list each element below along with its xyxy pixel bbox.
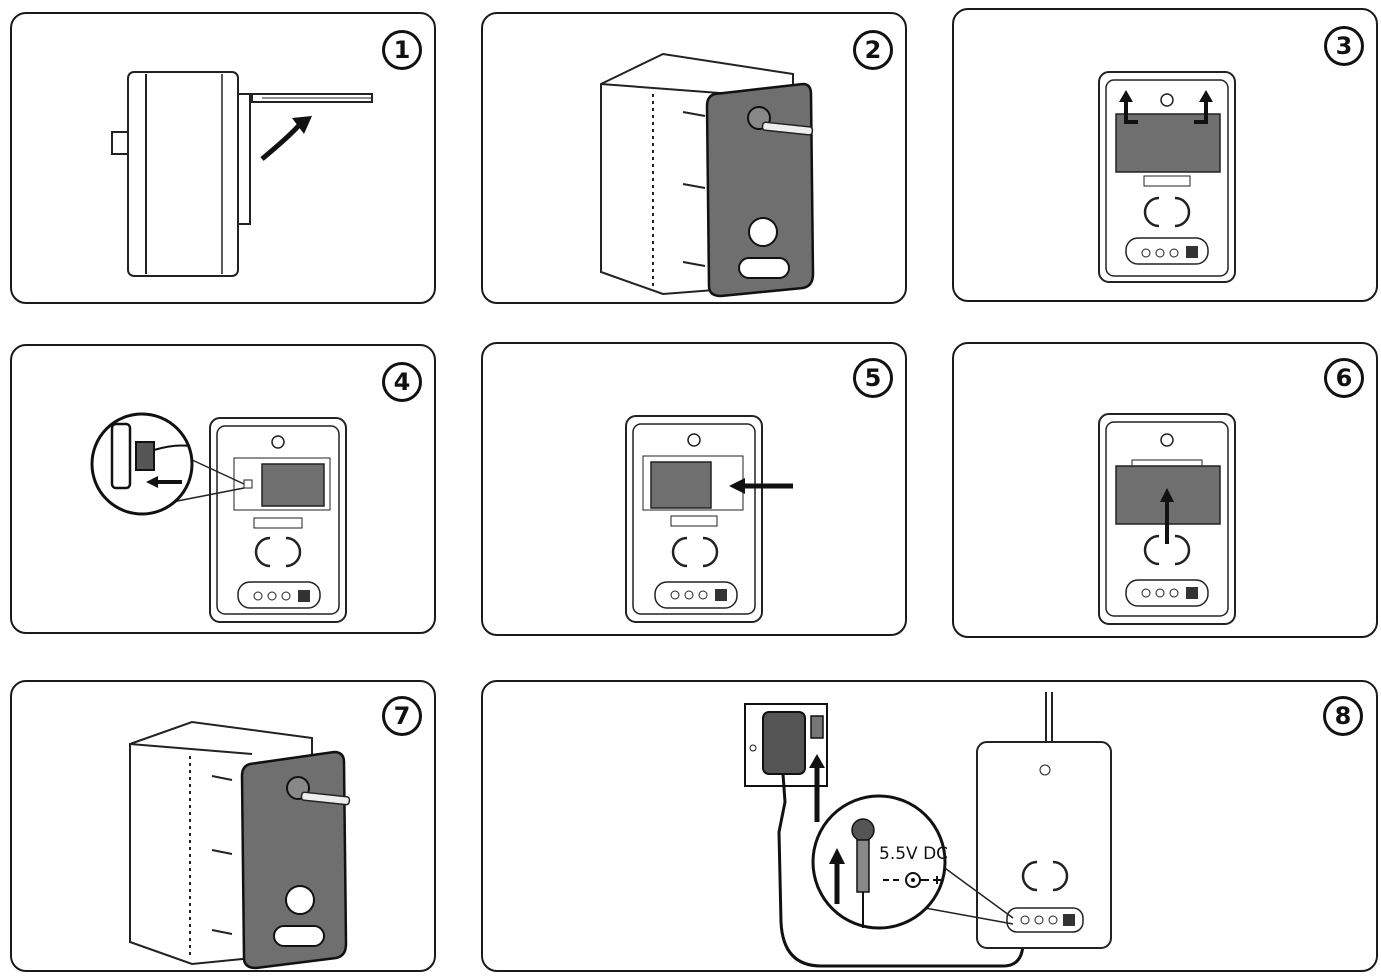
arrow-icon xyxy=(829,848,845,864)
step-8-number: 8 xyxy=(1323,696,1363,736)
step-6-number: 6 xyxy=(1324,358,1364,398)
step-5-panel: 5 xyxy=(481,342,907,636)
back-plate xyxy=(240,750,348,970)
step-1-number: 1 xyxy=(382,30,422,70)
step-7-panel: 7 xyxy=(10,680,436,972)
arrow-icon xyxy=(1124,100,1138,124)
step-3-panel: 3 xyxy=(952,8,1378,302)
voltage-label: 5.5V DC xyxy=(879,844,949,864)
step-3-number: 3 xyxy=(1324,26,1364,66)
doorbell-device xyxy=(976,741,1112,949)
step-2-illustration xyxy=(600,52,815,298)
step-6-panel: 6 xyxy=(952,342,1378,638)
step-8-panel: 5.5V DC 8 xyxy=(481,680,1378,972)
step-6-illustration xyxy=(1098,413,1236,625)
arrow-icon xyxy=(1160,488,1174,502)
step-5-illustration xyxy=(625,415,793,623)
step-4-panel: 4 xyxy=(10,344,436,634)
step-8-illustration xyxy=(744,692,1112,968)
back-plate xyxy=(705,82,815,298)
arrow-icon xyxy=(260,122,302,161)
step-7-number: 7 xyxy=(382,696,422,736)
arrow-icon xyxy=(1194,100,1208,124)
arrow-icon xyxy=(729,478,745,494)
arrow-icon xyxy=(809,754,825,768)
step-2-number: 2 xyxy=(853,30,893,70)
step-4-illustration xyxy=(90,412,347,623)
arrow-icon xyxy=(146,476,158,488)
step-5-number: 5 xyxy=(853,358,893,398)
step-3-illustration xyxy=(1098,71,1236,283)
step-4-number: 4 xyxy=(382,362,422,402)
step-2-panel: 2 xyxy=(481,12,907,304)
zoom-circle xyxy=(811,794,947,930)
step-7-illustration xyxy=(129,720,351,970)
step-1-panel: 1 xyxy=(10,12,436,304)
step-1-illustration xyxy=(111,71,373,277)
